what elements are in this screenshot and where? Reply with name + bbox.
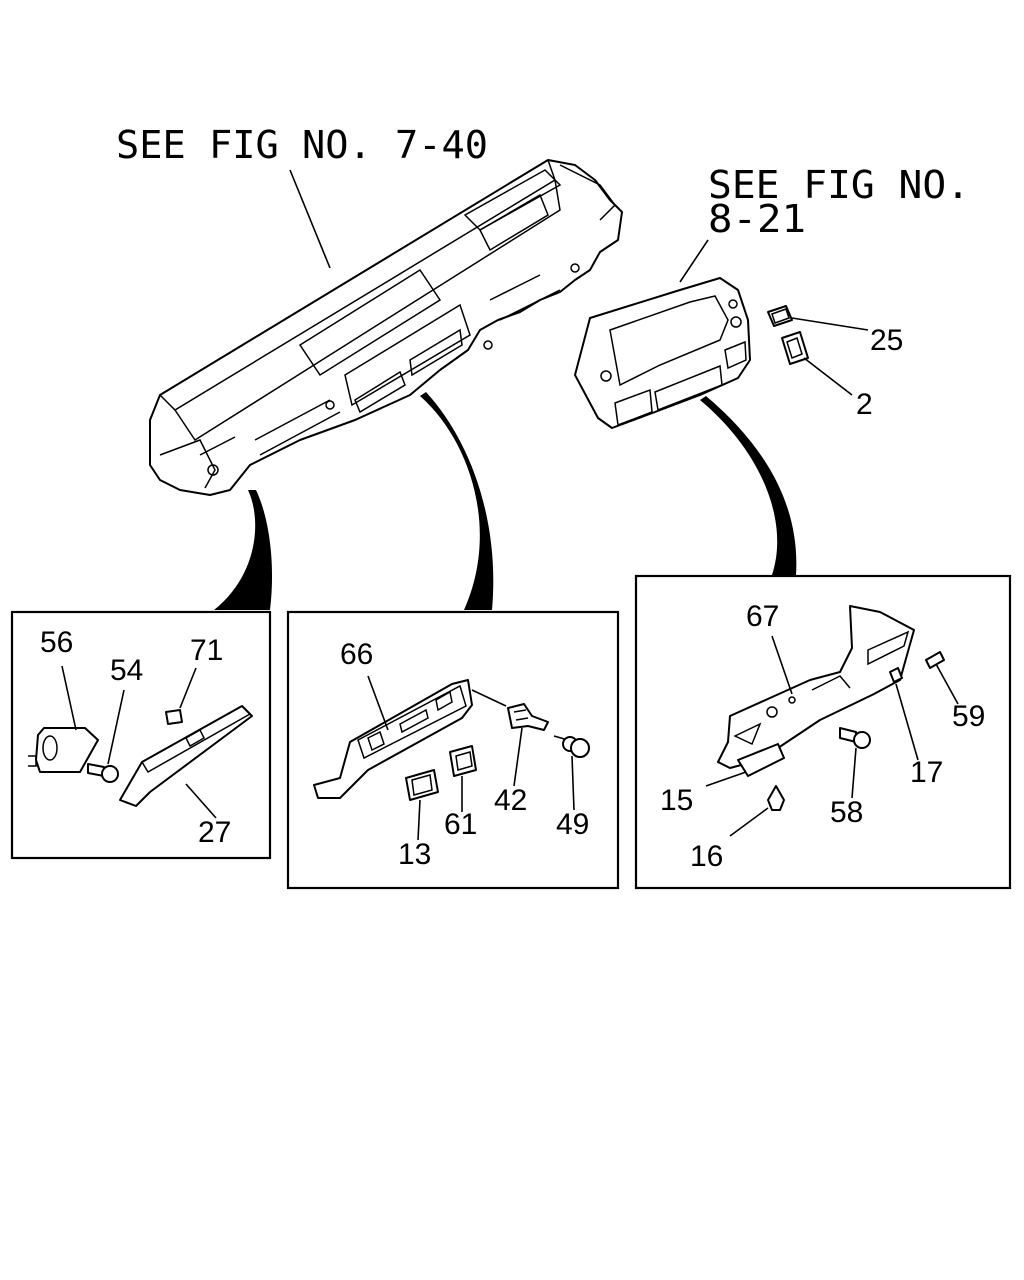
cluster-reference-label-line1: SEE FIG NO. [708,163,970,207]
cover-part-27 [119,705,253,807]
fastener-part-16 [767,785,785,811]
bracket-part-42 [507,703,549,731]
dashboard-reference-leader [289,169,331,269]
callout-2: 2 [856,388,873,421]
callout-56: 56 [40,626,73,659]
cluster-bezel-drawing [574,277,751,429]
screw-part-58 [839,727,871,749]
leader-58 [851,747,857,799]
leader-66 [367,675,389,731]
bracket-part-15 [737,743,785,777]
screw-part-54 [87,763,119,783]
leader-16 [729,807,769,837]
leader-15 [705,771,747,787]
callout-71: 71 [190,634,223,667]
leader-42 [513,727,523,787]
callout-15: 15 [660,784,693,817]
callout-13: 13 [398,838,431,871]
cluster-reference-leader [679,239,709,283]
callout-49: 49 [556,808,589,841]
detail-arrow-left [214,490,273,610]
callout-54: 54 [110,654,143,687]
instrument-panel-drawing [149,159,623,496]
leader-2 [803,357,853,396]
clip-part-71 [165,709,183,725]
switch-part-2 [781,331,809,365]
callout-16: 16 [690,840,723,873]
leader-67 [771,635,793,695]
detail-box-left [10,610,272,860]
nut-part-17 [889,667,903,683]
leader-66-to-42 [471,689,507,707]
dashboard-reference-label: SEE FIG NO. 7-40 [116,123,488,167]
callout-17: 17 [910,756,943,789]
callout-67: 67 [746,600,779,633]
detail-arrow-right [700,396,797,575]
callout-25: 25 [870,324,903,357]
leader-17 [895,683,919,761]
leader-71 [179,667,197,709]
detail-box-middle [286,610,620,890]
callout-59: 59 [952,700,985,733]
callout-42: 42 [494,784,527,817]
bezel-part-13 [405,769,439,801]
leader-59 [935,663,959,705]
cluster-reference-label-line2: 8-21 [708,197,806,241]
clip-part-49 [553,735,590,758]
leader-25 [791,317,869,331]
leader-13 [417,799,421,841]
detail-arrow-middle [420,392,494,610]
callout-27: 27 [198,816,231,849]
detail-box-right [634,574,1012,890]
callout-61: 61 [444,808,477,841]
leader-27 [185,783,217,819]
bracket-part-56 [28,727,99,773]
leader-49 [571,755,575,811]
callout-58: 58 [830,796,863,829]
callout-66: 66 [340,638,373,671]
leader-54 [107,689,125,765]
switch-part-25 [767,305,793,327]
panel-part-66 [313,679,473,799]
leader-56 [61,665,77,731]
clip-part-59 [925,651,945,669]
switch-part-61 [449,745,477,777]
